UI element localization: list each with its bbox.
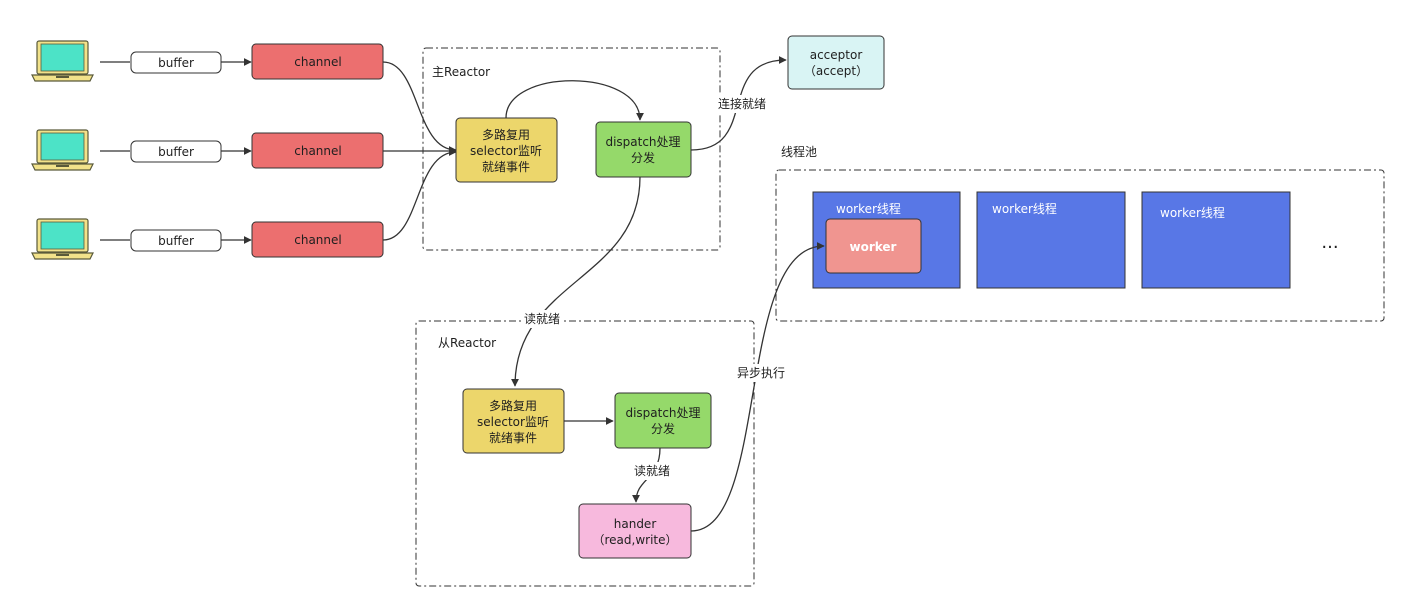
- main-dispatch-node: dispatch处理 分发: [595, 121, 692, 178]
- svg-text:hander: hander: [614, 517, 657, 531]
- more-threads-ellipsis: ···: [1321, 237, 1338, 258]
- sub-reactor-title: 从Reactor: [438, 336, 496, 350]
- edge-hander-worker: [690, 242, 825, 532]
- buffer-node: buffer: [130, 229, 222, 252]
- main-reactor-frame: [422, 47, 721, 251]
- channel-node: channel: [251, 132, 384, 169]
- laptop-icon: [31, 40, 94, 82]
- channel-node: channel: [251, 43, 384, 80]
- svg-text:dispatch处理: dispatch处理: [625, 406, 700, 420]
- svg-text:分发: 分发: [631, 150, 655, 165]
- svg-text:worker线程: worker线程: [836, 201, 901, 216]
- svg-text:channel: channel: [294, 233, 341, 247]
- edge-label-connect-ready: 连接就绪: [718, 96, 766, 111]
- svg-text:selector监听: selector监听: [477, 415, 549, 429]
- svg-text:buffer: buffer: [158, 56, 194, 70]
- worker-thread-box: worker线程: [976, 191, 1126, 289]
- svg-text:就绪事件: 就绪事件: [489, 431, 537, 445]
- svg-text:worker: worker: [850, 240, 897, 254]
- edge-channel-selector-1: [382, 61, 457, 154]
- main-reactor-title: 主Reactor: [432, 65, 490, 79]
- main-selector-node: 多路复用 selector监听 就绪事件: [455, 117, 558, 183]
- svg-text:buffer: buffer: [158, 145, 194, 159]
- svg-text:channel: channel: [294, 144, 341, 158]
- edge-label-read-ready-sub: 读就绪: [634, 464, 670, 478]
- svg-text:（accept）: （accept）: [804, 64, 868, 78]
- thread-pool-title: 线程池: [781, 144, 817, 159]
- svg-text:多路复用: 多路复用: [482, 127, 530, 142]
- acceptor-node: acceptor （accept）: [787, 35, 885, 90]
- sub-dispatch-node: dispatch处理 分发: [614, 392, 712, 449]
- svg-text:worker线程: worker线程: [1160, 205, 1225, 220]
- buffer-node: buffer: [130, 51, 222, 74]
- hander-node: hander （read,write）: [578, 503, 692, 559]
- svg-text:dispatch处理: dispatch处理: [605, 135, 680, 149]
- worker-node: worker: [825, 218, 922, 274]
- channel-node: channel: [251, 221, 384, 258]
- edge-label-async-exec: 异步执行: [737, 366, 785, 380]
- edge-label-read-ready-main: 读就绪: [524, 312, 560, 326]
- buffer-node: buffer: [130, 140, 222, 163]
- sub-selector-node: 多路复用 selector监听 就绪事件: [462, 388, 565, 454]
- svg-text:worker线程: worker线程: [992, 201, 1057, 216]
- svg-text:selector监听: selector监听: [470, 144, 542, 158]
- svg-text:channel: channel: [294, 55, 341, 69]
- edge-channel-selector-3: [382, 148, 457, 241]
- svg-text:buffer: buffer: [158, 234, 194, 248]
- svg-text:就绪事件: 就绪事件: [482, 160, 530, 174]
- laptop-icon: [31, 129, 94, 171]
- svg-text:acceptor: acceptor: [810, 48, 863, 62]
- laptop-icon: [31, 218, 94, 260]
- sub-reactor-frame: [415, 320, 755, 587]
- edge-main-dispatch-sub-selector: [511, 176, 641, 387]
- svg-text:分发: 分发: [651, 421, 675, 436]
- worker-thread-box: worker线程: [1141, 191, 1291, 289]
- edge-main-selector-dispatch: [505, 80, 644, 121]
- svg-text:多路复用: 多路复用: [489, 398, 537, 413]
- thread-pool-frame: [775, 169, 1385, 322]
- svg-text:（read,write）: （read,write）: [592, 533, 677, 547]
